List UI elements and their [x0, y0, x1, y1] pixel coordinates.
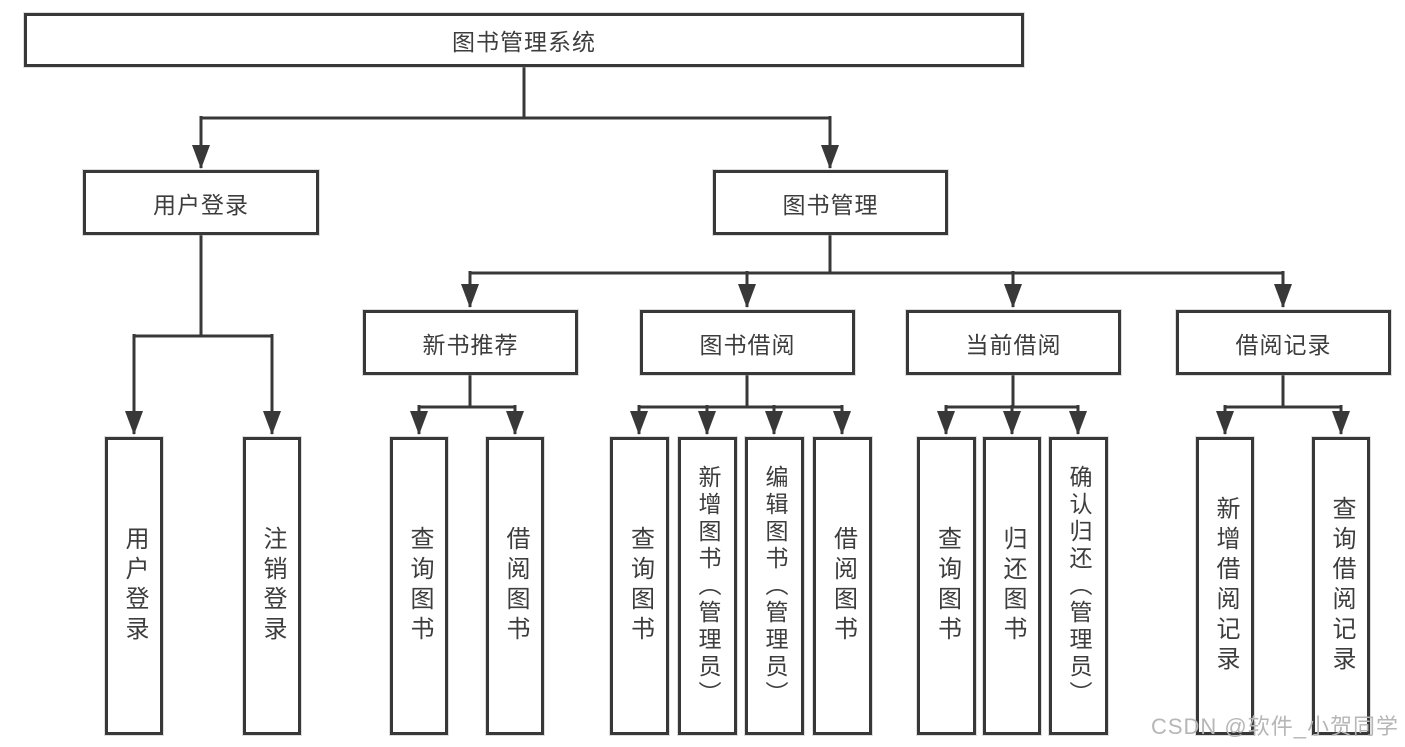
- leaf-borrow-books-borrowing: 借阅图书: [813, 437, 872, 735]
- leaf-query-books-recommend: 查询图书: [390, 437, 448, 735]
- node-borrowing-records: 借阅记录: [1176, 310, 1391, 375]
- node-library-system: 图书管理系统: [24, 13, 1024, 67]
- leaf-logout-login: 注销登录: [243, 437, 301, 735]
- leaf-edit-book-admin: 编辑图书（管理员）: [745, 437, 804, 735]
- leaf-borrow-books-recommend: 借阅图书: [486, 437, 544, 735]
- node-new-book-recommend: 新书推荐: [363, 310, 578, 375]
- node-user-login: 用户登录: [83, 170, 319, 235]
- leaf-query-books-borrowing: 查询图书: [610, 437, 669, 735]
- leaf-add-borrow-record: 新增借阅记录: [1196, 437, 1254, 735]
- leaf-query-borrow-record: 查询借阅记录: [1312, 437, 1370, 735]
- node-book-borrowing: 图书借阅: [640, 310, 855, 375]
- csdn-watermark: CSDN @软件_小贺同学: [1150, 714, 1399, 739]
- leaf-add-book-admin: 新增图书（管理员）: [678, 437, 737, 735]
- leaf-return-books: 归还图书: [983, 437, 1041, 735]
- node-current-borrowing: 当前借阅: [906, 310, 1121, 375]
- leaf-user-login: 用户登录: [105, 437, 163, 735]
- leaf-confirm-return-admin: 确认归还（管理员）: [1049, 437, 1108, 735]
- node-book-management: 图书管理: [713, 170, 948, 235]
- leaf-query-books-current: 查询图书: [917, 437, 976, 735]
